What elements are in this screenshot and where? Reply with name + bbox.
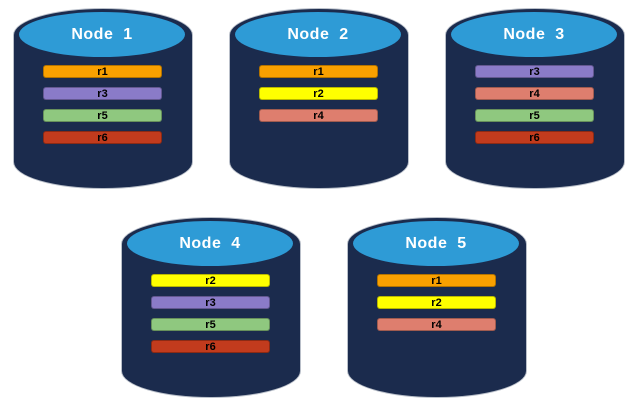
replica-bar-r3: r3 [475,65,594,78]
node-2-replica-list: r1 r2 r4 [259,65,378,131]
replica-bar-r5: r5 [475,109,594,122]
node-4-replica-list: r2 r3 r5 r6 [151,274,270,362]
node-1-replica-list: r1 r3 r5 r6 [43,65,162,153]
node-5-replica-list: r1 r2 r4 [377,274,496,340]
node-3-cylinder-top: Node 3 [451,12,617,57]
node-2-title: Node 2 [287,25,349,43]
node-4-cylinder: Node 4 r2 r3 r5 r6 [121,217,301,398]
replica-bar-r1: r1 [43,65,162,78]
replica-bar-r5: r5 [43,109,162,122]
node-1-cylinder: Node 1 r1 r3 r5 r6 [13,8,193,189]
node-5-cylinder-top: Node 5 [353,221,519,266]
replica-bar-r4: r4 [259,109,378,122]
node-4-title: Node 4 [179,234,241,252]
replica-bar-r4: r4 [377,318,496,331]
replica-bar-r1: r1 [377,274,496,287]
replica-bar-r2: r2 [151,274,270,287]
node-1-title: Node 1 [71,25,133,43]
replica-bar-r6: r6 [475,131,594,144]
node-5-title: Node 5 [405,234,467,252]
replica-bar-r3: r3 [43,87,162,100]
replica-bar-r6: r6 [151,340,270,353]
replica-bar-r2: r2 [377,296,496,309]
node-2-cylinder-top: Node 2 [235,12,401,57]
replica-bar-r3: r3 [151,296,270,309]
node-3-cylinder: Node 3 r3 r4 r5 r6 [445,8,625,189]
node-5-cylinder: Node 5 r1 r2 r4 [347,217,527,398]
node-4-cylinder-top: Node 4 [127,221,293,266]
node-3-title: Node 3 [503,25,565,43]
replica-bar-r5: r5 [151,318,270,331]
node-1-cylinder-top: Node 1 [19,12,185,57]
replica-bar-r4: r4 [475,87,594,100]
replica-bar-r2: r2 [259,87,378,100]
node-3-replica-list: r3 r4 r5 r6 [475,65,594,153]
replica-bar-r6: r6 [43,131,162,144]
replica-bar-r1: r1 [259,65,378,78]
node-2-cylinder: Node 2 r1 r2 r4 [229,8,409,189]
